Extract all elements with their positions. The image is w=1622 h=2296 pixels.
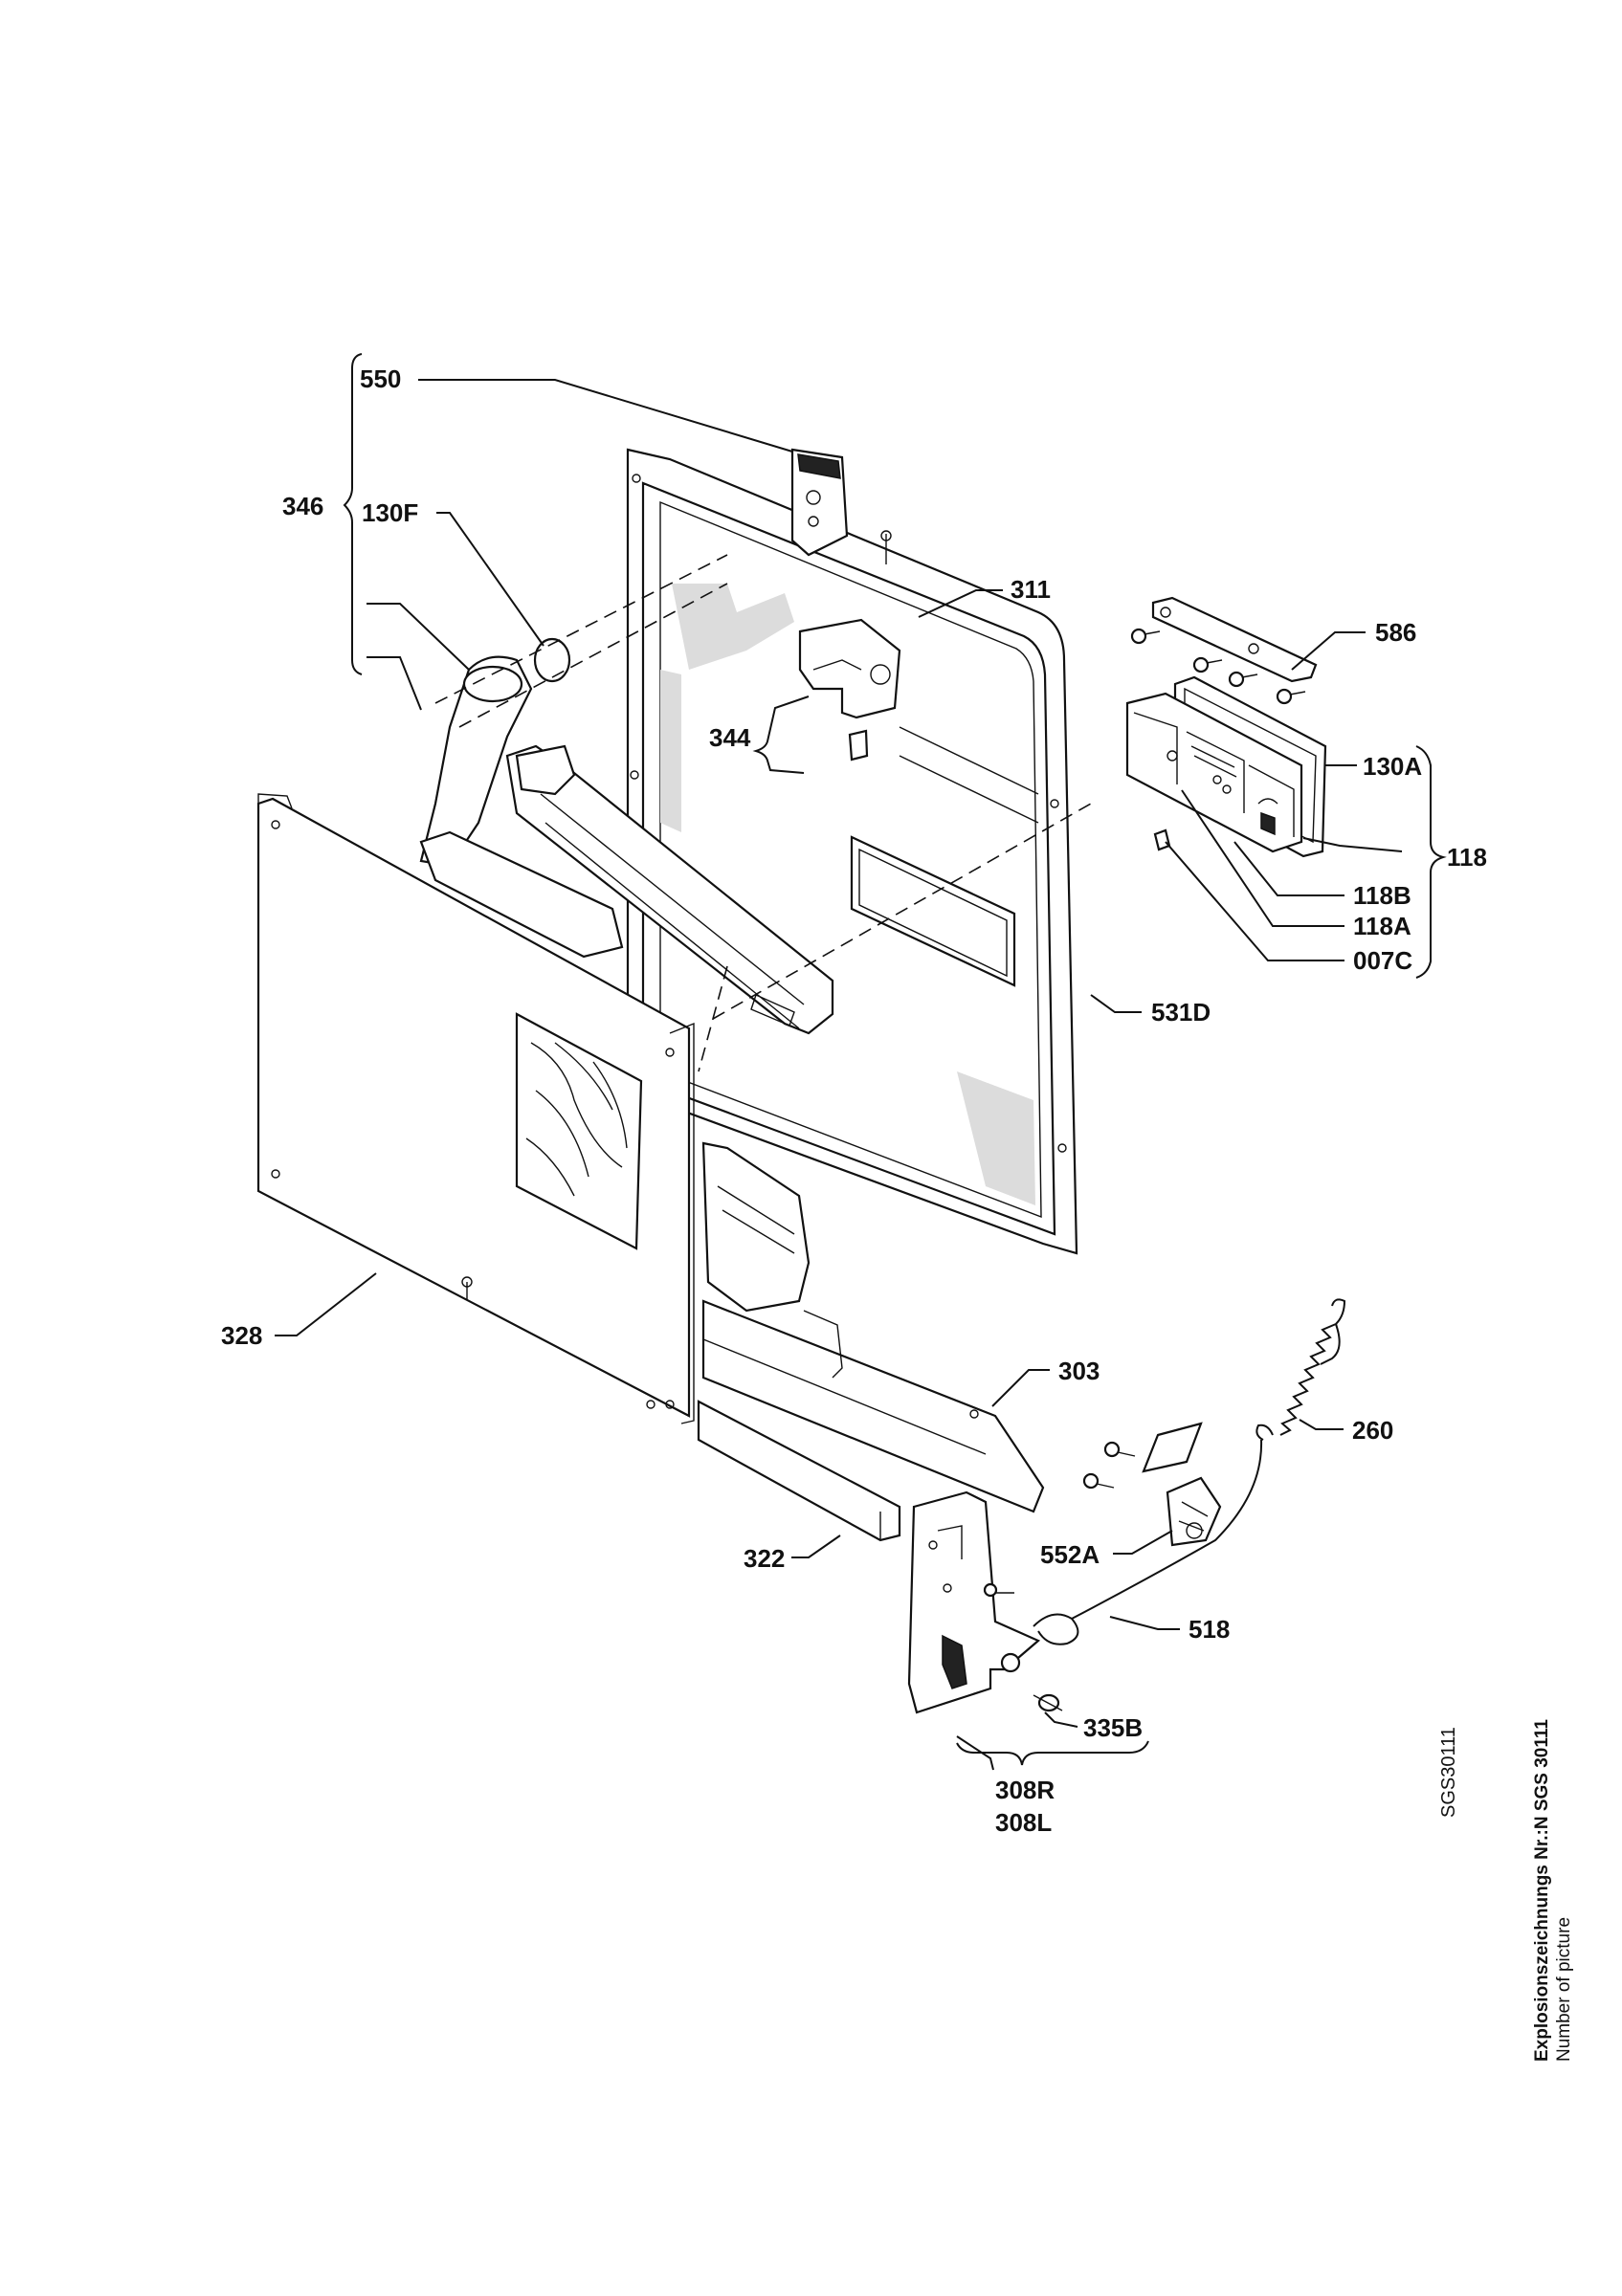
part-label-130f: 130F — [362, 498, 418, 527]
screw-icon — [880, 530, 892, 564]
inner-door-panel — [626, 448, 1078, 1255]
part-label-308l: 308L — [995, 1808, 1052, 1837]
part-label-118b: 118B — [1353, 881, 1411, 910]
hinge-bracket — [907, 1490, 1041, 1714]
part-label-322: 322 — [744, 1544, 785, 1573]
switch-assembly — [798, 618, 901, 762]
drawing-title: Explosionszeichnungs Nr.:N SGS 30111 — [1532, 1719, 1552, 2062]
part-label-335b: 335B — [1083, 1713, 1143, 1742]
outer-door-panel — [256, 793, 695, 1424]
dispenser-unit — [1125, 692, 1303, 853]
part-label-260: 260 — [1352, 1416, 1393, 1445]
screw-icon — [1082, 1441, 1136, 1490]
part-label-346: 346 — [282, 492, 323, 520]
part-label-552a: 552A — [1040, 1540, 1100, 1569]
part-label-586: 586 — [1375, 618, 1416, 647]
alignment-lines — [434, 554, 1092, 1072]
leader-lines — [275, 353, 1447, 1771]
part-label-328: 328 — [221, 1321, 262, 1350]
insulation-pad — [515, 1012, 643, 1250]
part-label-303: 303 — [1058, 1357, 1100, 1385]
part-label-130a: 130A — [1363, 752, 1422, 781]
part-label-007c: 007C — [1353, 946, 1412, 975]
bushing — [1033, 1693, 1063, 1712]
air-duct — [419, 655, 834, 1035]
drawing-subtitle: Number of picture — [1554, 1917, 1574, 2062]
drawing-code: SGS30111 — [1438, 1727, 1459, 1818]
part-label-311: 311 — [1011, 575, 1051, 604]
part-label-118: 118 — [1447, 843, 1487, 872]
part-label-118a: 118A — [1353, 912, 1411, 940]
screw-icon — [983, 1582, 1014, 1598]
spring — [1255, 1298, 1346, 1441]
part-label-344: 344 — [709, 723, 751, 752]
dispenser-cover-strip — [1151, 596, 1318, 683]
handle-bracket — [790, 448, 849, 557]
cable — [1033, 1439, 1263, 1645]
pulley — [1142, 1422, 1222, 1547]
part-label-308r: 308R — [995, 1776, 1055, 1804]
part-label-518: 518 — [1189, 1615, 1230, 1644]
o-ring — [533, 637, 571, 683]
door-rail — [697, 1400, 901, 1542]
part-label-531d: 531D — [1151, 998, 1211, 1027]
dispenser-small-part — [1153, 828, 1171, 851]
screw-icon — [1130, 628, 1306, 705]
lower-panel — [701, 1141, 1045, 1513]
part-label-550: 550 — [360, 364, 401, 393]
